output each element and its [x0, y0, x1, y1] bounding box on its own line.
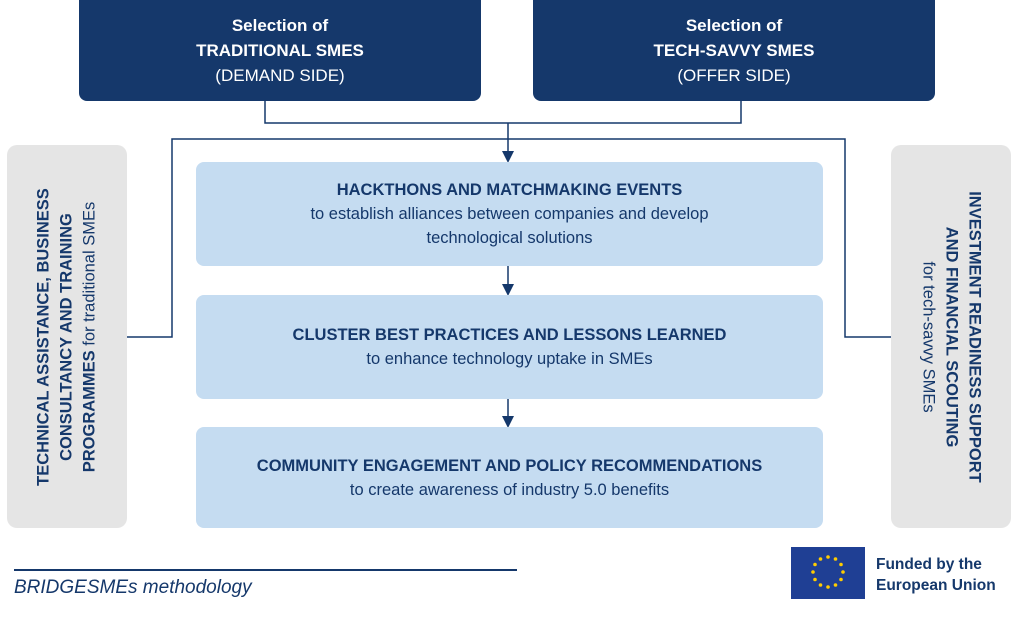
panel-line-3: PROGRAMMES for traditional SMEs [79, 152, 102, 522]
step-title: COMMUNITY ENGAGEMENT AND POLICY RECOMMEN… [256, 456, 763, 475]
footer-divider [14, 569, 517, 571]
technical-assistance-panel: TECHNICAL ASSISTANCE, BUSINESS CONSULTAN… [7, 145, 127, 528]
tech-savvy-smes-box: Selection of TECH-SAVVY SMES (OFFER SIDE… [533, 0, 935, 101]
step-description-line-2: technological solutions [426, 229, 593, 247]
box-heading: Selection of [685, 16, 783, 35]
traditional-smes-box: Selection of TRADITIONAL SMES (DEMAND SI… [79, 0, 481, 101]
panel-line-3-bold: PROGRAMMES [80, 349, 99, 472]
step-cluster-best-practices: CLUSTER BEST PRACTICES AND LESSONS LEARN… [196, 295, 823, 399]
step-title: CLUSTER BEST PRACTICES AND LESSONS LEARN… [292, 326, 727, 344]
panel-line-1: INVESTMENT READINESS SUPPORT [965, 190, 984, 483]
box-subtitle: (DEMAND SIDE) [215, 66, 345, 85]
panel-line-3: for tech-savvy SMEs [919, 260, 938, 413]
panel-line-2: CONSULTANCY AND TRAINING [57, 212, 76, 461]
eu-line-1: Funded by the [876, 556, 982, 573]
panel-line-1: TECHNICAL ASSISTANCE, BUSINESS [34, 187, 53, 486]
step-hackathons: HACKTHONS AND MATCHMAKING EVENTS to esta… [196, 162, 823, 266]
merge-connector [264, 101, 742, 124]
panel-text: INVESTMENT READINESS SUPPORT AND FINANCI… [917, 152, 986, 522]
step-description-line-1: to enhance technology uptake in SMEs [366, 350, 653, 368]
box-heading: Selection of [231, 16, 329, 35]
panel-text: TECHNICAL ASSISTANCE, BUSINESS CONSULTAN… [33, 152, 102, 522]
box-title: TECH-SAVVY SMES [653, 41, 815, 60]
box-title: TRADITIONAL SMES [196, 41, 364, 60]
left-panel-connector [127, 138, 891, 338]
step-community-engagement: COMMUNITY ENGAGEMENT AND POLICY RECOMMEN… [196, 427, 823, 528]
step-description-line-1: to create awareness of industry 5.0 bene… [349, 480, 670, 499]
box-subtitle: (OFFER SIDE) [677, 66, 791, 85]
figure-caption: BRIDGESMEs methodology [14, 577, 252, 598]
eu-funding-statement: Funded by the European Union [876, 554, 996, 596]
step-title: HACKTHONS AND MATCHMAKING EVENTS [336, 181, 683, 199]
eu-line-2: European Union [876, 577, 996, 594]
panel-line-3-rest: for traditional SMEs [80, 201, 99, 350]
investment-readiness-panel: INVESTMENT READINESS SUPPORT AND FINANCI… [891, 145, 1011, 528]
eu-flag-icon [791, 547, 865, 599]
panel-line-2: AND FINANCIAL SCOUTING [942, 226, 961, 447]
step-description-line-1: to establish alliances between companies… [310, 205, 709, 223]
